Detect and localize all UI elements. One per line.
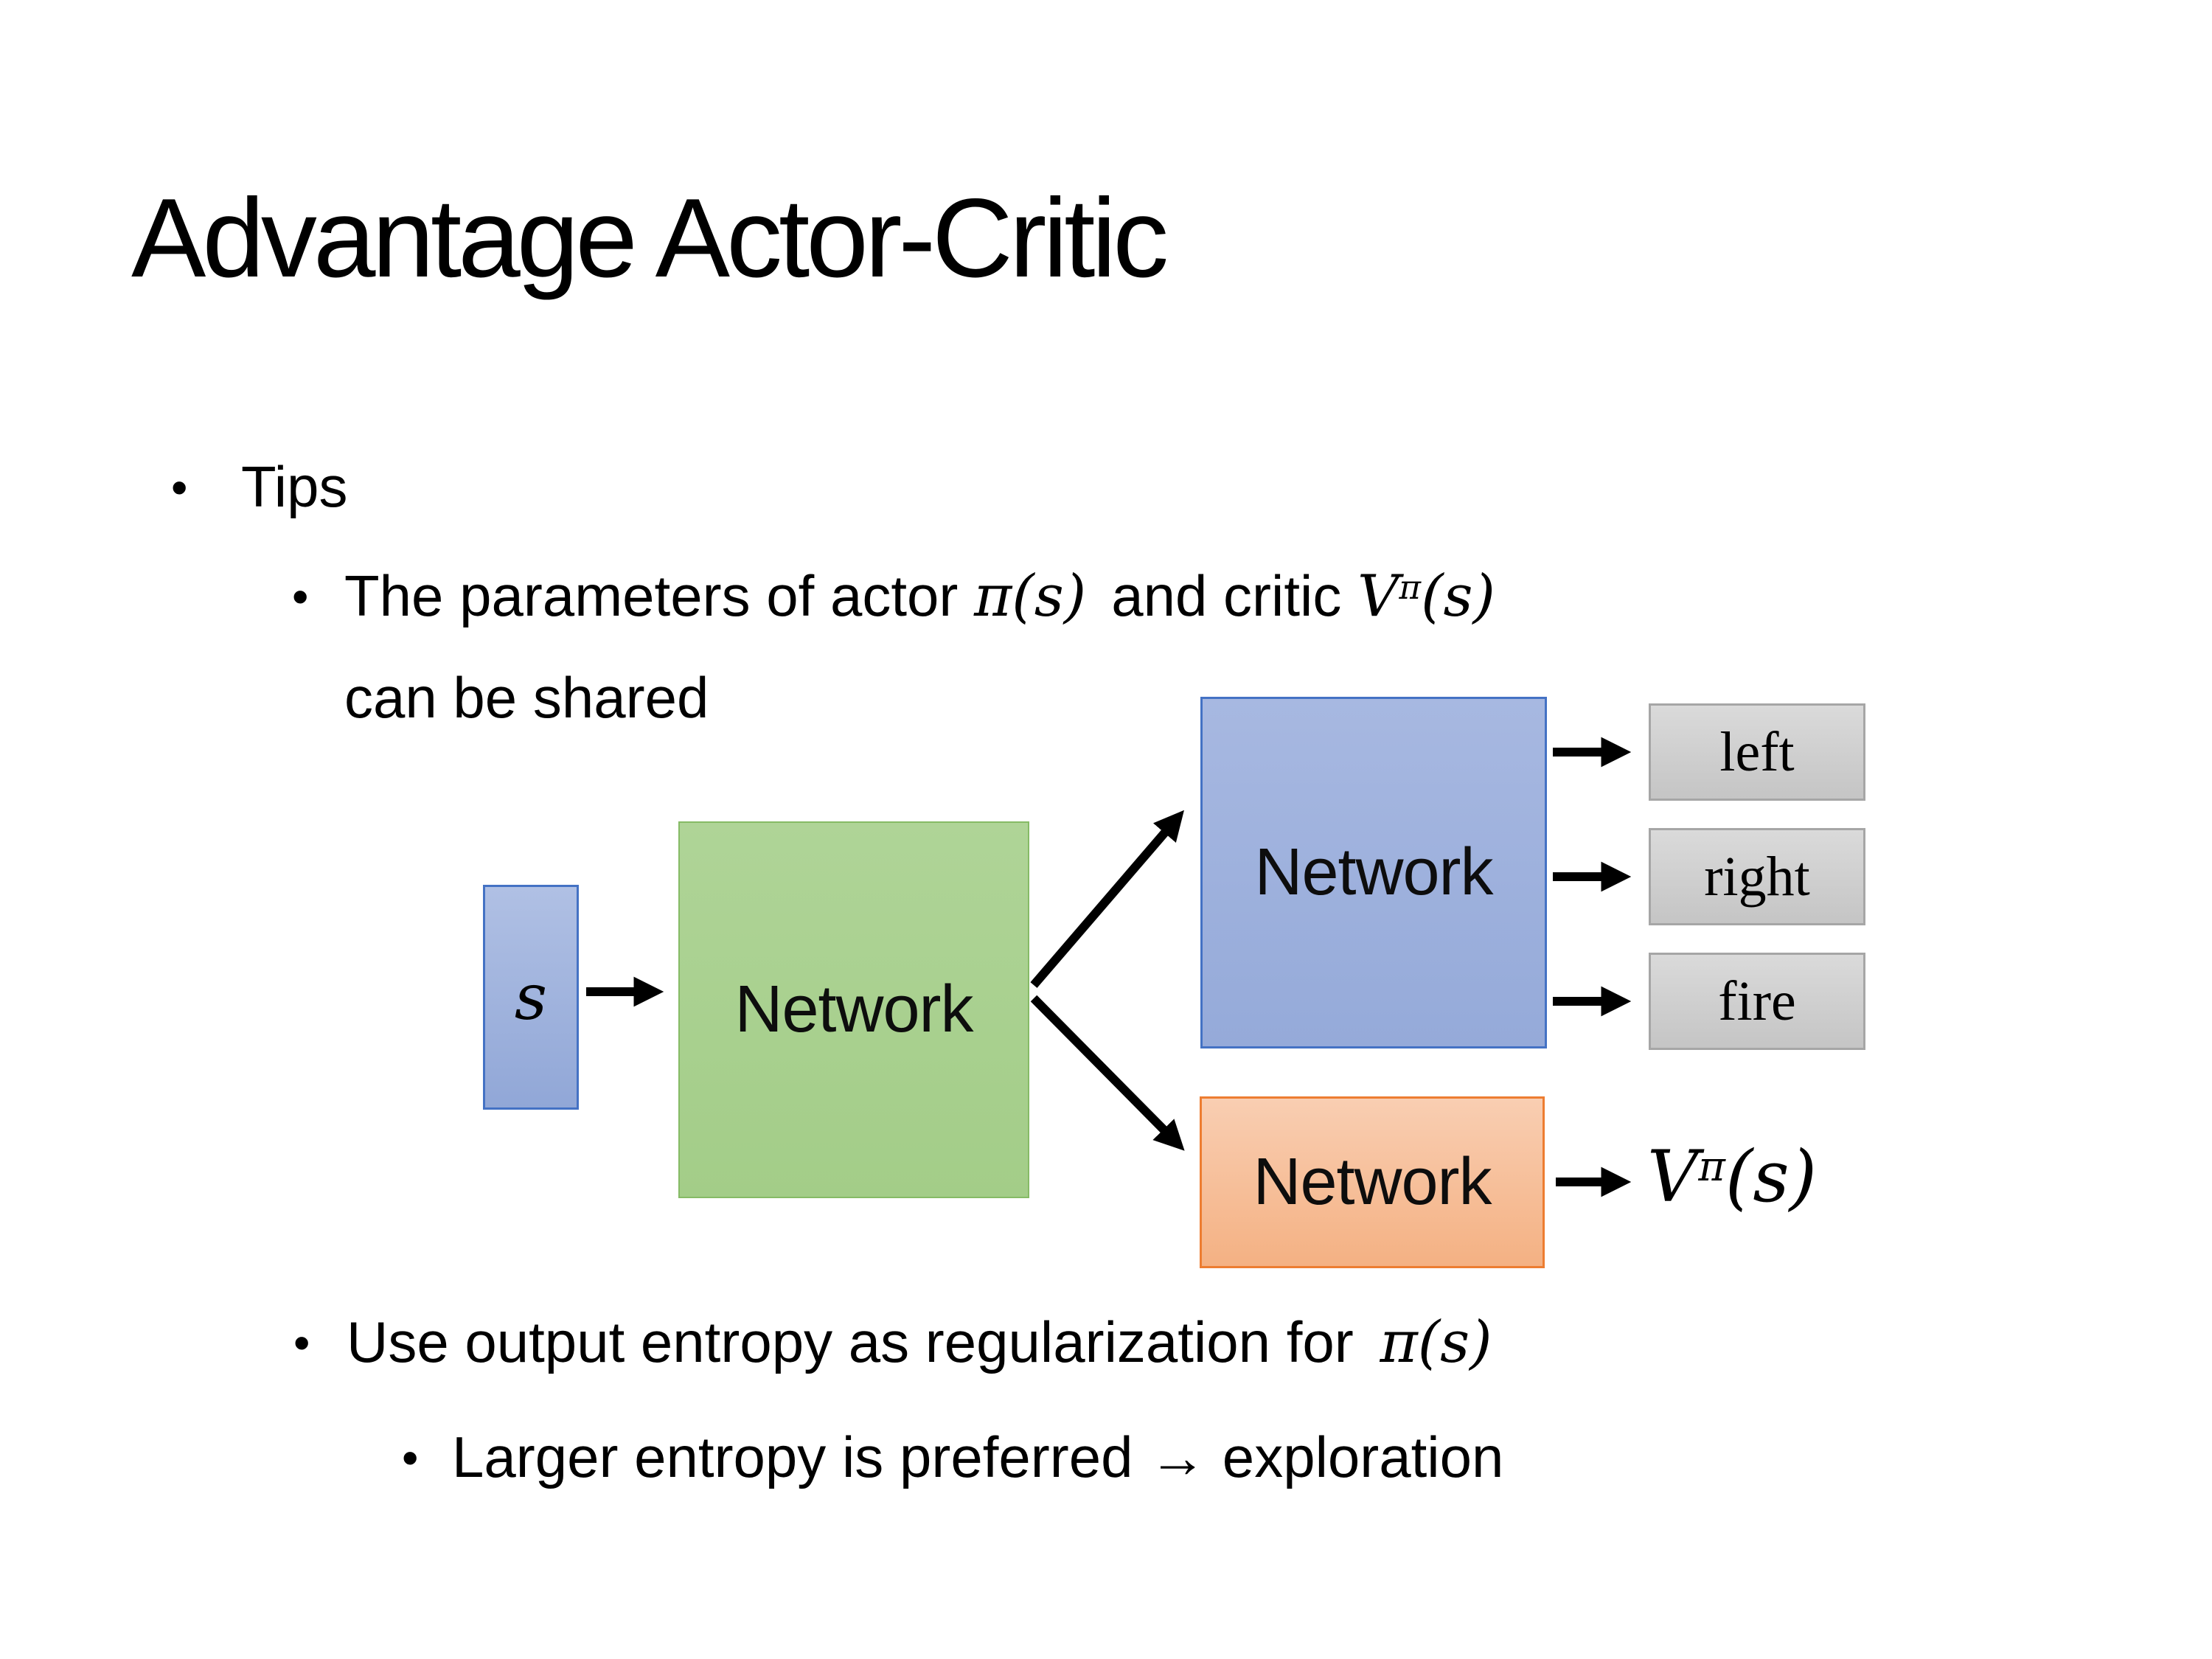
bullet-marker: • <box>402 1430 419 1484</box>
action-box-fire: fire <box>1649 953 1865 1050</box>
critic-output-label: Vπ(s) <box>1647 1135 1817 1218</box>
critic-math-sup: π <box>1399 568 1422 608</box>
actor-network-label: Network <box>1254 835 1493 909</box>
params-text-mid: and critic <box>1111 563 1357 628</box>
params-text-pre: The parameters of actor <box>344 563 975 628</box>
critic-output-sup: π <box>1698 1143 1725 1192</box>
arrow-shared-to-actor <box>1030 810 1184 988</box>
tips-label: Tips <box>241 454 348 519</box>
entropy-text: Use output entropy as regularization for <box>347 1310 1370 1374</box>
critic-math-base: V <box>1357 563 1399 630</box>
bullet-marker: • <box>292 569 309 623</box>
action-right-label: right <box>1704 845 1810 908</box>
actor-math: π(s) <box>974 563 1087 630</box>
page-title: Advantage Actor-Critic <box>131 175 1169 301</box>
action-left-label: left <box>1719 720 1795 783</box>
critic-output-args: (s) <box>1725 1135 1818 1218</box>
params-line2-text: can be shared <box>344 665 709 730</box>
exploration-text: Larger entropy is preferred → exploratio… <box>452 1425 1504 1489</box>
action-box-right: right <box>1649 828 1865 925</box>
bullet-marker: • <box>171 460 188 514</box>
action-box-left: left <box>1649 703 1865 801</box>
actor-network-box: Network <box>1200 697 1547 1048</box>
bullet-params-line2: can be shared <box>344 662 709 734</box>
shared-network-label: Network <box>734 973 973 1046</box>
bullet-marker: • <box>293 1315 310 1369</box>
bullet-entropy: • Use output entropy as regularization fo… <box>293 1307 1492 1380</box>
critic-network-label: Network <box>1253 1145 1492 1219</box>
critic-output-base: V <box>1647 1135 1699 1218</box>
arrow-shared-to-critic <box>1030 995 1185 1151</box>
bullet-exploration: • Larger entropy is preferred → explorati… <box>402 1422 1503 1494</box>
state-input-box: s <box>483 885 579 1110</box>
bullet-tips: • Tips <box>171 451 347 524</box>
bullet-params-line1: •The parameters of actor π(s)and critic … <box>292 560 1495 633</box>
shared-network-box: Network <box>678 821 1029 1198</box>
critic-network-box: Network <box>1200 1096 1545 1268</box>
critic-math-args: (s) <box>1421 563 1495 630</box>
state-input-label: s <box>514 960 548 1034</box>
policy-math: π(s) <box>1380 1310 1492 1376</box>
action-fire-label: fire <box>1718 970 1796 1032</box>
critic-math: Vπ(s) <box>1357 563 1495 630</box>
